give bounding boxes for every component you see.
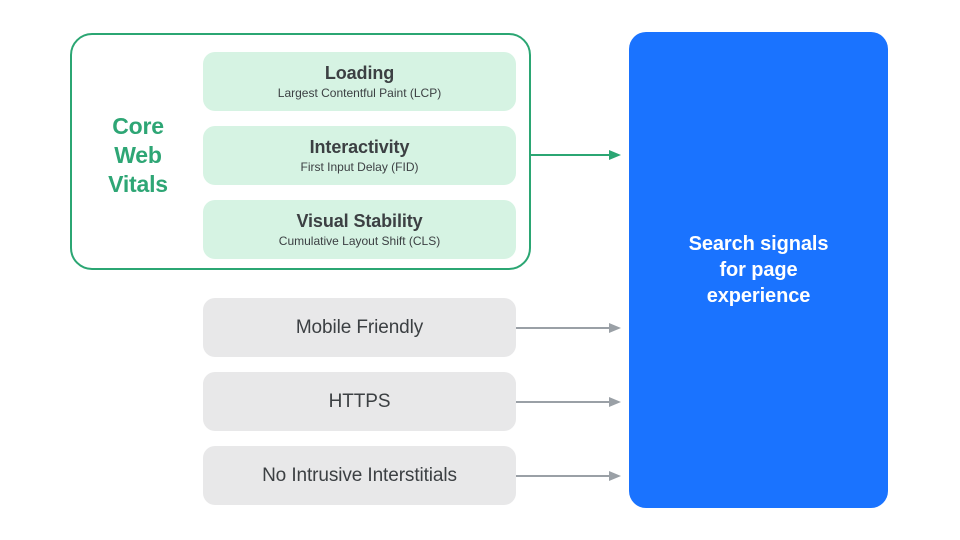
core-web-vitals-arrow-icon (529, 150, 621, 160)
vital-card-subtitle: Cumulative Layout Shift (CLS) (278, 234, 441, 248)
signal-card-label: No Intrusive Interstitials (262, 464, 457, 486)
https-arrow-icon (516, 397, 621, 407)
core-web-vitals-label-line-1: Core (112, 113, 164, 139)
core-web-vitals-label-line-2: Web (114, 142, 162, 168)
vital-card-subtitle: First Input Delay (FID) (300, 160, 419, 174)
core-web-vitals-group (70, 33, 531, 270)
signal-card-label: HTTPS (328, 390, 391, 412)
vital-card-visual-stability[interactable]: Visual Stability Cumulative Layout Shift… (203, 200, 516, 259)
interstitials-arrow-icon (516, 471, 621, 481)
vital-card-interactivity[interactable]: Interactivity First Input Delay (FID) (203, 126, 516, 185)
signal-card-https[interactable]: HTTPS (203, 372, 516, 431)
search-signals-panel[interactable]: Search signals for page experience (629, 32, 888, 508)
search-signals-panel-text: Search signals for page experience (688, 233, 829, 307)
signal-card-label: Mobile Friendly (295, 316, 424, 338)
mobile-friendly-arrow-icon (516, 323, 621, 333)
vital-card-title: Visual Stability (296, 211, 423, 231)
signal-card-no-intrusive-interstitials[interactable]: No Intrusive Interstitials (203, 446, 516, 505)
core-web-vitals-label: Core Web Vitals (72, 112, 204, 199)
vital-card-title: Loading (324, 63, 395, 83)
vital-card-title: Interactivity (309, 137, 410, 157)
core-web-vitals-label-line-3: Vitals (108, 171, 168, 197)
vital-card-loading[interactable]: Loading Largest Contentful Paint (LCP) (203, 52, 516, 111)
vital-card-subtitle: Largest Contentful Paint (LCP) (277, 86, 442, 100)
signal-card-mobile-friendly[interactable]: Mobile Friendly (203, 298, 516, 357)
